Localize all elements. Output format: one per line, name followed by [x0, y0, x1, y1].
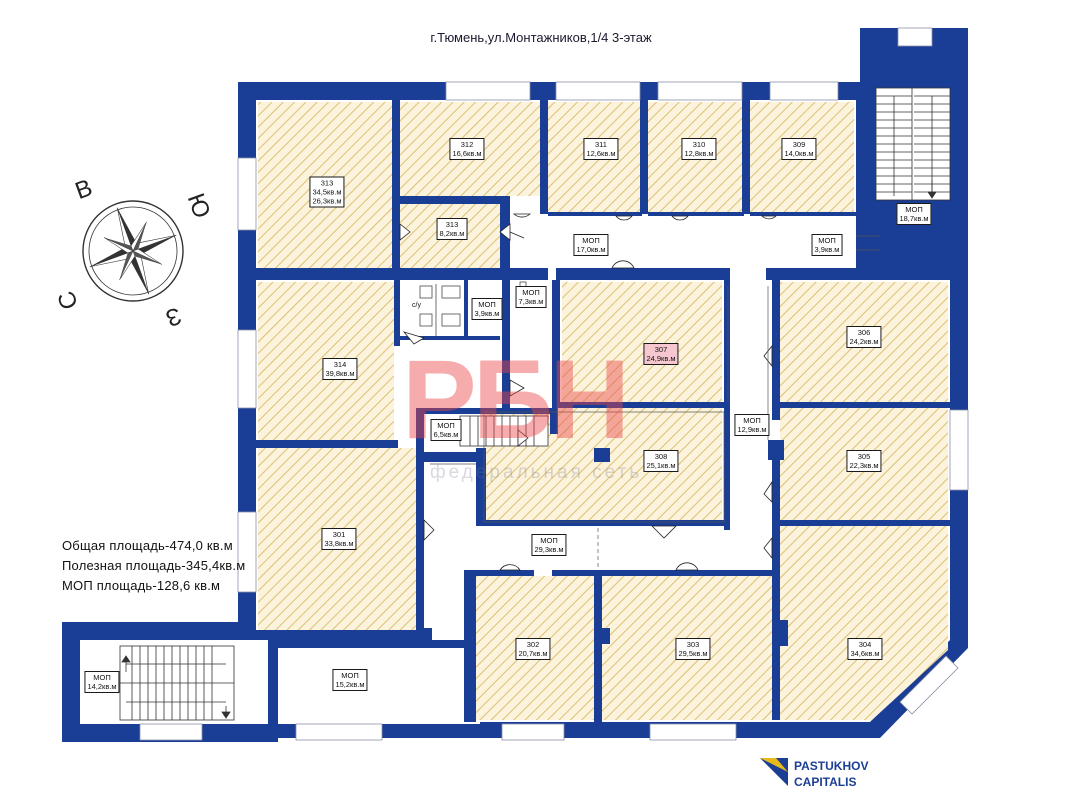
brand-line-2: CAPITALIS [794, 775, 857, 789]
plan-title: г.Тюмень,ул.Монтажников,1/4 3-этаж [430, 30, 652, 45]
common-area-text: МОП площадь-128,6 кв.м [62, 578, 221, 593]
brand-logo-mark [760, 758, 788, 786]
total-area-text: Общая площадь-474,0 кв.м [62, 538, 233, 553]
wc-fixtures [419, 281, 527, 336]
stairs [119, 87, 951, 721]
brand-text: PASTUKHOV CAPITALIS [794, 758, 868, 790]
brand-line-1: PASTUKHOV [794, 759, 869, 773]
useful-area-text: Полезная площадь-345,4кв.м [62, 558, 246, 573]
area-summary: Общая площадь-474,0 кв.м Полезная площад… [62, 536, 245, 596]
watermark-subtitle: федеральная сеть [430, 462, 643, 483]
stair-arrows [121, 180, 937, 719]
interior-walls [238, 100, 958, 724]
doors [399, 213, 777, 571]
windows [139, 27, 969, 741]
compass-rose [82, 200, 184, 302]
rooms-hatched [258, 102, 948, 720]
wc-label: с/у [412, 302, 421, 309]
